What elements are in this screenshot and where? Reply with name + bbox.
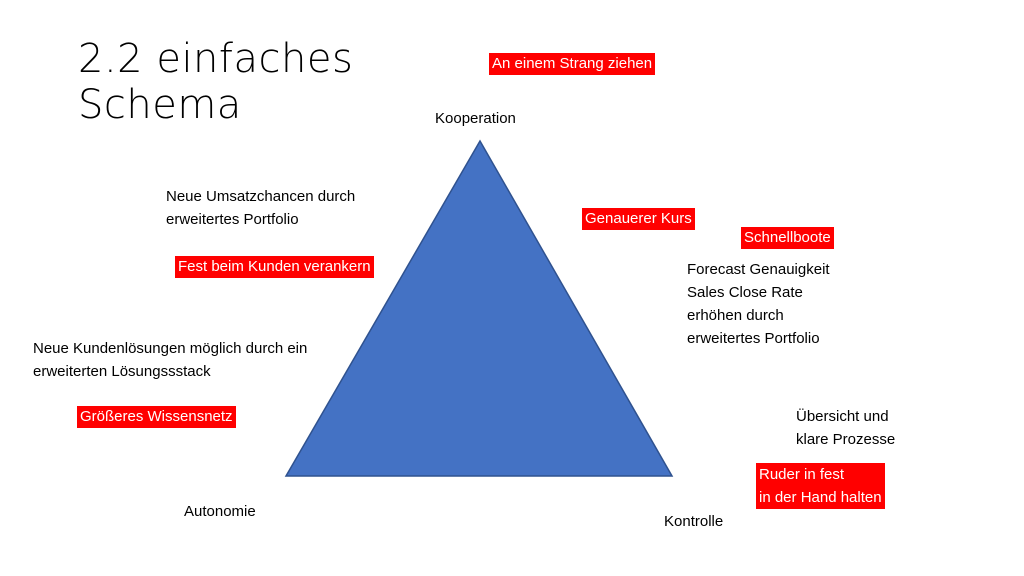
tag-wissensnetz: Größeres Wissensnetz <box>77 406 236 428</box>
slide-title: 2.2 einfaches Schema <box>78 36 353 128</box>
note-line: erhöhen durch <box>687 307 784 324</box>
vertex-label-autonomie: Autonomie <box>184 503 256 520</box>
note-line: Neue Kundenlösungen möglich durch ein <box>33 340 308 357</box>
note-umsatzchancen: Neue Umsatzchancen durch erweitertes Por… <box>166 185 355 231</box>
note-forecast: Forecast Genauigkeit Sales Close Rate er… <box>687 258 830 350</box>
title-line-1: 2.2 einfaches <box>78 36 354 82</box>
note-uebersicht: Übersicht und klare Prozesse <box>796 405 895 451</box>
tag-an-einem-strang: An einem Strang ziehen <box>489 53 656 75</box>
note-line: Sales Close Rate <box>687 284 803 301</box>
note-line: erweitertes Portfolio <box>687 330 820 347</box>
note-kundenloesungen: Neue Kundenlösungen möglich durch ein er… <box>33 337 307 383</box>
vertex-label-kontrolle: Kontrolle <box>664 513 724 530</box>
note-line: Übersicht und <box>796 408 889 425</box>
note-line: klare Prozesse <box>796 431 896 448</box>
note-line: erweitertes Portfolio <box>166 211 299 228</box>
tag-ruder-line-2: in der Hand halten <box>759 489 882 506</box>
tag-fest-beim-kunden: Fest beim Kunden verankern <box>175 256 374 278</box>
vertex-label-kooperation: Kooperation <box>435 110 516 127</box>
title-line-2: Schema <box>78 82 242 128</box>
note-line: Neue Umsatzchancen durch <box>166 188 356 205</box>
tag-ruder: Ruder in fest in der Hand halten <box>756 463 885 509</box>
note-line: Forecast Genauigkeit <box>687 261 830 278</box>
tag-genauerer-kurs: Genauerer Kurs <box>582 208 695 230</box>
note-line: erweiterten Lösungssstack <box>33 363 211 380</box>
tag-schnellboote: Schnellboote <box>741 227 834 249</box>
tag-ruder-line-1: Ruder in fest <box>759 466 845 483</box>
triangle-shape <box>284 139 674 477</box>
